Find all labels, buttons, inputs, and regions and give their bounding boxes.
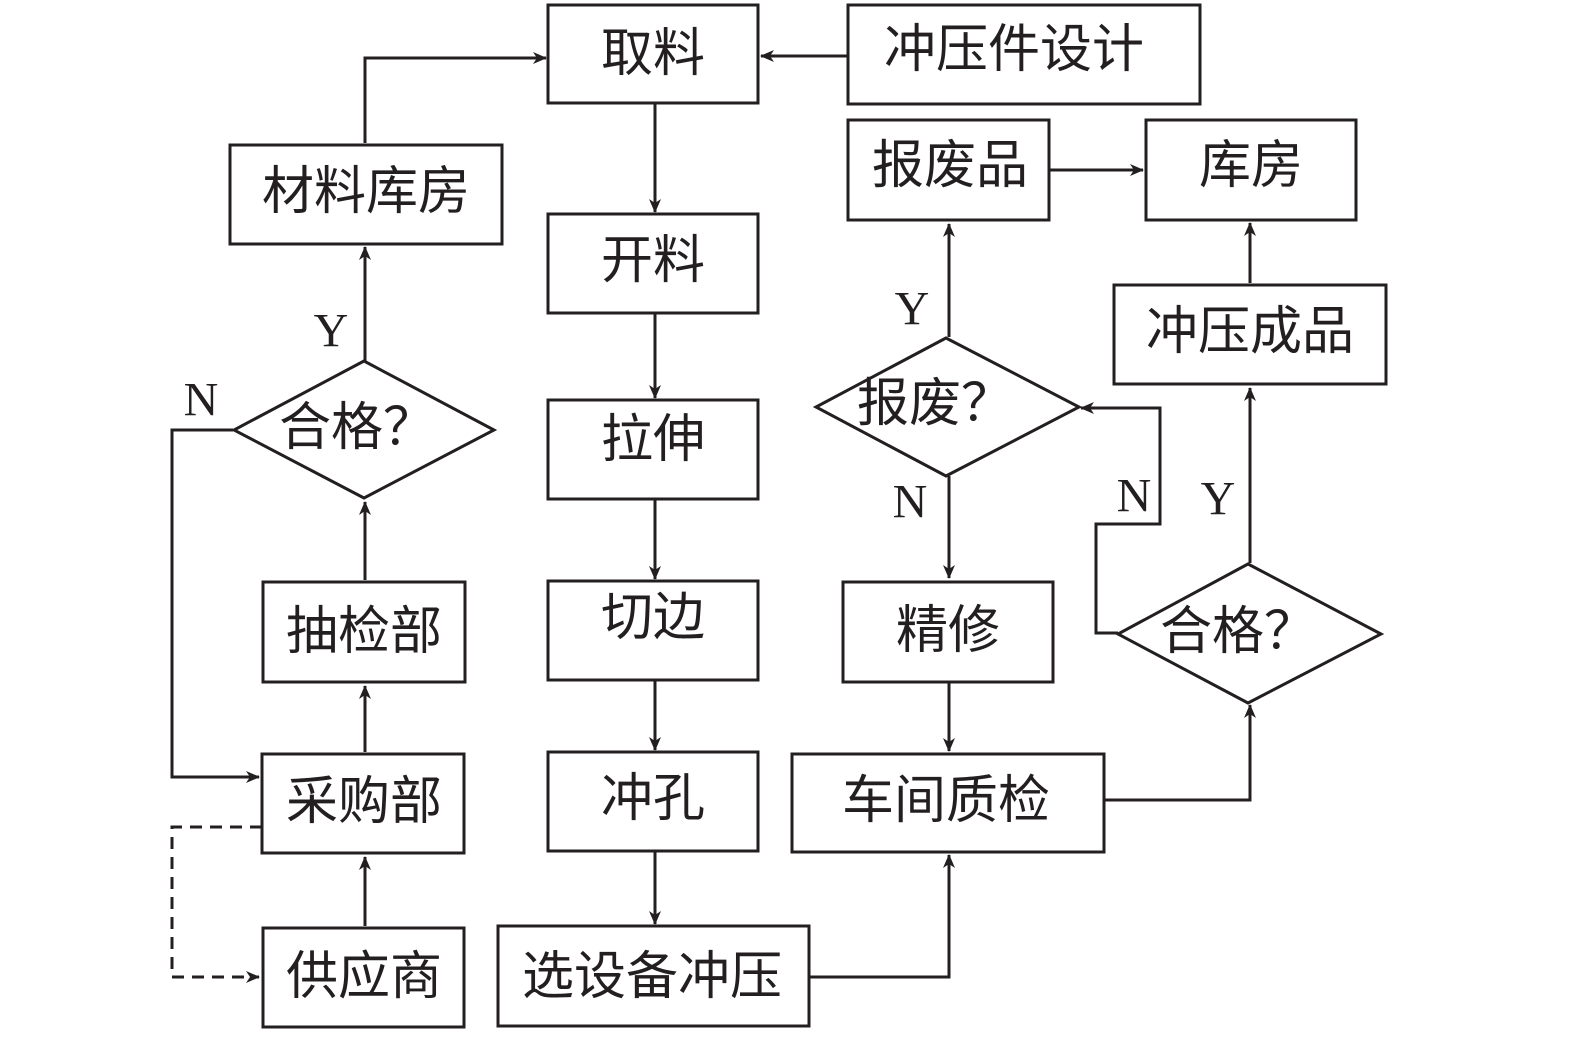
- node-cailiao-box: [228, 143, 504, 246]
- node-chongkong-box: [546, 750, 760, 853]
- node-qiebian-box: [546, 579, 760, 682]
- node-xuanshebei: 选设备冲压: [522, 947, 782, 1007]
- edges: [170, 50, 1256, 983]
- node-gongying: 供应商: [286, 947, 442, 1007]
- node-lashen-box: [546, 398, 760, 501]
- node-kailiao-box: [546, 212, 760, 315]
- node-chejian-box: [790, 752, 1106, 854]
- node-chengpin-box: [1112, 283, 1388, 386]
- edge-cailiao-quliao: [363, 52, 547, 143]
- label-baofei-yes: Y: [895, 283, 930, 336]
- node-quliao: 取料: [601, 24, 705, 84]
- node-qiebian: 切边: [601, 588, 705, 648]
- edge-hege1-no-caigou: [170, 428, 260, 783]
- node-chejian: 车间质检: [842, 771, 1050, 831]
- label-baofei-no: N: [893, 476, 928, 529]
- node-baofei-diamond: [812, 336, 1083, 478]
- node-xuanshebei-box: [496, 924, 811, 1028]
- node-hege1: 合格？: [279, 398, 435, 458]
- node-caigou: 采购部: [286, 772, 442, 832]
- edge-labels: Y N Y N N Y: [184, 283, 1236, 529]
- node-choujian-box: [261, 580, 467, 684]
- node-choujian: 抽检部: [286, 602, 442, 662]
- nodes: 取料 冲压件设计 材料库房 报废品 库房 开料 冲压成品 报废？ 合格？ 拉伸 …: [228, 3, 1388, 1029]
- edge-chejian-hege2: [1105, 704, 1256, 802]
- node-cailiao: 材料库房: [262, 162, 470, 222]
- node-kufang-box: [1144, 118, 1358, 222]
- node-chengpin: 冲压成品: [1146, 302, 1354, 362]
- node-sheji: 冲压件设计: [884, 20, 1144, 80]
- node-hege1-diamond: [230, 359, 498, 500]
- label-hege1-yes: Y: [314, 305, 349, 358]
- node-kailiao: 开料: [601, 231, 705, 291]
- node-caigou-box: [260, 752, 466, 855]
- node-chongkong: 冲孔: [601, 769, 705, 829]
- node-hege2: 合格？: [1160, 602, 1316, 662]
- edge-xuanshebei-chejian: [810, 854, 955, 979]
- label-hege2-yes: Y: [1201, 473, 1236, 526]
- node-baofei: 报废？: [857, 374, 1013, 434]
- node-baofeipin-box: [846, 118, 1051, 222]
- node-baofeipin: 报废品: [872, 136, 1028, 196]
- label-hege1-no: N: [184, 374, 219, 427]
- node-gongying-box: [261, 926, 466, 1029]
- node-quliao-box: [546, 3, 760, 105]
- edge-caigou-gongying-dashed: [170, 825, 262, 983]
- node-jingxiu: 精修: [896, 601, 1000, 661]
- node-kufang: 库房: [1199, 136, 1303, 196]
- node-lashen: 拉伸: [601, 410, 705, 470]
- node-jingxiu-box: [841, 580, 1055, 684]
- label-hege2-no: N: [1117, 470, 1152, 523]
- node-hege2-diamond: [1114, 562, 1385, 705]
- node-sheji-box: [846, 3, 1202, 106]
- edge-hege2-no-baofei: [1080, 402, 1162, 635]
